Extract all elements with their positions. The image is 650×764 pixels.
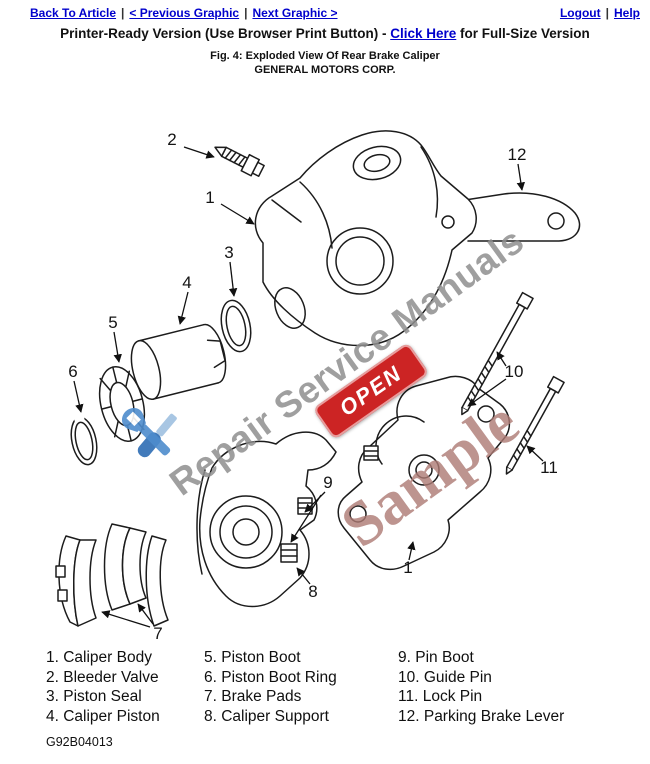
pin-boot-drawing [280, 497, 313, 563]
legend-item: 7. Brake Pads [204, 688, 302, 705]
legend-item: 10. Guide Pin [398, 668, 492, 686]
nav-left: Back To Article | < Previous Graphic | Next … [30, 6, 338, 20]
nav-right: Logout | Help [560, 6, 640, 20]
legend-column-1: 1. Caliper Body 2. Bleeder Valve 3. Piston… [46, 648, 160, 726]
caliper-piston-drawing [130, 323, 227, 401]
legend-item: 6. Piston Boot Ring [204, 668, 337, 686]
full-size-link[interactable]: Click Here [390, 26, 457, 41]
guide-pin-drawing [461, 291, 534, 416]
figure-code: G92B04013 [46, 735, 113, 749]
legend-column-3: 9. Pin Boot 10. Guide Pin 11. Lock Pin 12. … [398, 648, 564, 726]
legend-item: 1. Caliper Body [46, 649, 152, 666]
back-to-article-link[interactable]: Back To Article [30, 6, 117, 20]
wrench-screwdriver-icon [121, 407, 177, 458]
caliper-support-drawing [196, 431, 337, 608]
legend-item: 11. Lock Pin [398, 688, 483, 705]
printer-ready-text: Printer-Ready Version (Use Browser Print… [60, 26, 391, 41]
piston-seal-drawing [220, 299, 252, 353]
piston-boot-ring-drawing [70, 413, 98, 466]
next-graphic-link[interactable]: Next Graphic > [252, 6, 338, 20]
leader-lines [73, 146, 544, 628]
printer-ready-text-suffix: for Full-Size Version [456, 26, 590, 41]
lock-pin-drawing [505, 375, 565, 475]
figure-caption: Fig. 4: Exploded View Of Rear Brake Cali… [210, 50, 440, 62]
logout-link[interactable]: Logout [559, 6, 601, 20]
caliper-body-drawing [254, 130, 477, 347]
legend-column-2: 5. Piston Boot 6. Piston Boot Ring 7. Brak… [204, 648, 337, 726]
bleeder-valve-drawing [214, 146, 265, 177]
legend-item: 2. Bleeder Valve [46, 668, 159, 686]
legend-item: 5. Piston Boot [204, 649, 301, 666]
caliper-support-right-drawing [337, 375, 511, 571]
nav-separator: | [121, 6, 125, 20]
nav-separator: | [244, 6, 248, 20]
top-navigation: Back To Article | < Previous Graphic | Next … [0, 6, 650, 20]
nav-separator: | [605, 6, 609, 20]
help-link[interactable]: Help [613, 6, 640, 20]
printer-ready-line: Printer-Ready Version (Use Browser Print… [0, 26, 650, 41]
legend-item: 4. Caliper Piston [46, 707, 160, 725]
legend-item: 12. Parking Brake Lever [398, 707, 565, 725]
manufacturer-name: GENERAL MOTORS CORP. [254, 64, 396, 76]
brake-pads-drawing [55, 523, 169, 627]
legend-item: 9. Pin Boot [398, 649, 474, 666]
legend-item: 8. Caliper Support [204, 707, 329, 725]
legend-item: 3. Piston Seal [46, 688, 142, 705]
previous-graphic-link[interactable]: < Previous Graphic [129, 6, 240, 20]
